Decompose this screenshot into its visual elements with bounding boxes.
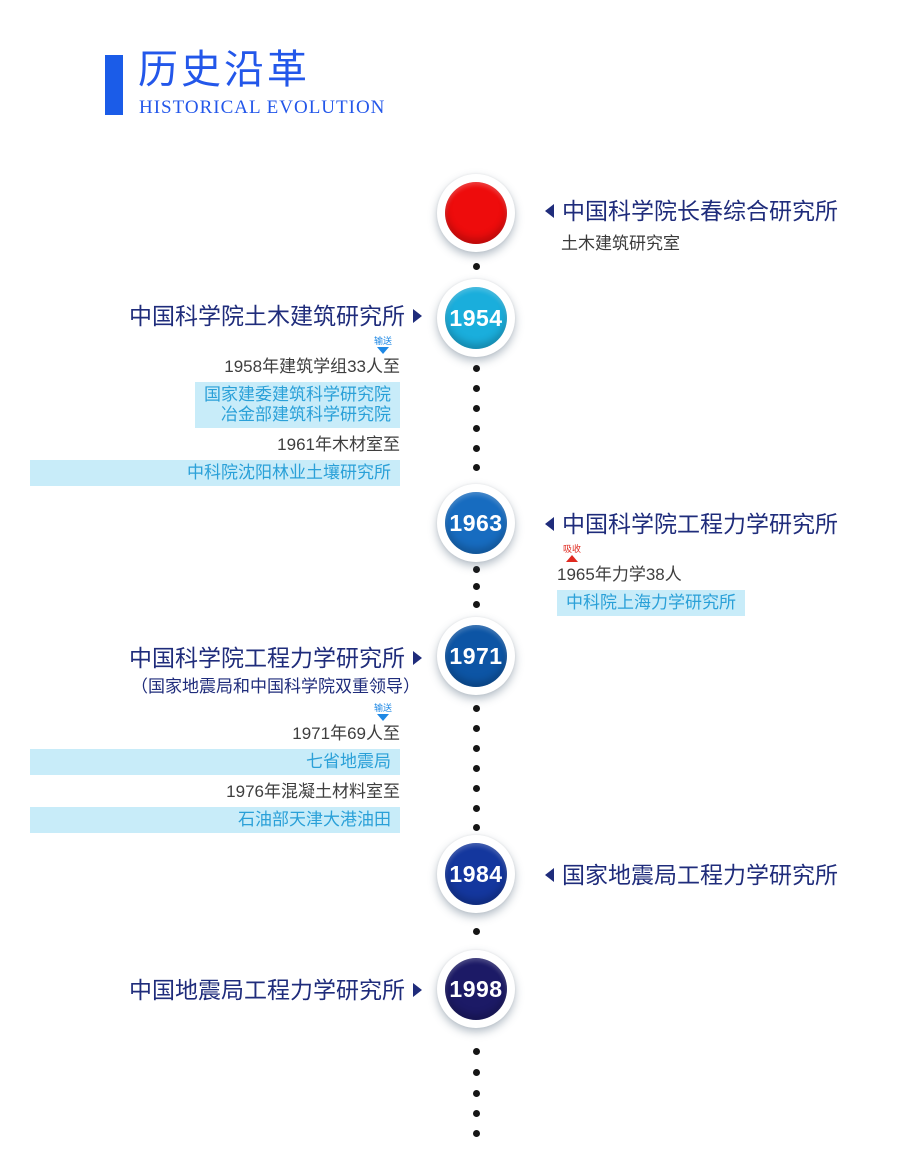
destination-highlight: 国家建委建筑科学研究院 冶金部建筑科学研究院 <box>195 382 400 428</box>
right-arrow-icon <box>413 651 422 665</box>
entry-title: 中国科学院长春综合研究所 <box>562 198 838 224</box>
entry-title: 中国科学院工程力学研究所 <box>562 511 838 537</box>
timeline-node-1963: 1963 <box>437 484 515 562</box>
year-label: 1963 <box>449 509 503 536</box>
year-circle <box>445 182 507 244</box>
timeline-node-1998: 1998 <box>437 950 515 1028</box>
title-accent-bar <box>105 55 123 115</box>
entry-title: 中国科学院土木建筑研究所 <box>129 303 405 329</box>
arrow-up-icon <box>566 555 578 562</box>
event-text: 1965年力学38人 <box>557 565 682 584</box>
timeline-node-origin <box>437 174 515 252</box>
year-label: 1971 <box>449 642 503 669</box>
event-text: 1958年建筑学组33人至 <box>224 357 400 376</box>
event-text: 1976年混凝土材料室至 <box>226 782 400 801</box>
entry-heading: 中国科学院工程力学研究所 <box>545 509 838 539</box>
event-text: 1971年69人至 <box>292 724 400 743</box>
page-subtitle: HISTORICAL EVOLUTION <box>139 97 386 118</box>
transfer-out-label: 输送 <box>374 703 392 721</box>
destination-highlight: 中科院沈阳林业土壤研究所 <box>30 460 400 486</box>
entry-title: 中国地震局工程力学研究所 <box>129 977 405 1003</box>
entry-1954: 中国科学院土木建筑研究所 输送 1958年建筑学组33人至 国家建委建筑科学研究… <box>30 301 422 486</box>
source-highlight: 中科院上海力学研究所 <box>557 590 745 616</box>
entry-subtitle: （国家地震局和中国科学院双重领导） <box>131 677 420 696</box>
entry-1971: 中国科学院工程力学研究所 （国家地震局和中国科学院双重领导） 输送 1971年6… <box>30 643 422 833</box>
right-arrow-icon <box>413 983 422 997</box>
entry-heading: 国家地震局工程力学研究所 <box>545 860 838 890</box>
entry-1998: 中国地震局工程力学研究所 <box>30 975 422 1005</box>
year-circle: 1963 <box>445 492 507 554</box>
timeline-node-1954: 1954 <box>437 279 515 357</box>
entry-note: 土木建筑研究室 <box>561 234 680 253</box>
event-text: 1961年木材室至 <box>277 435 400 454</box>
entry-heading: 中国科学院长春综合研究所 <box>545 196 838 226</box>
entry-1963: 中国科学院工程力学研究所 吸收 1965年力学38人 中科院上海力学研究所 <box>545 509 838 616</box>
left-arrow-icon <box>545 517 554 531</box>
destination-highlight: 石油部天津大港油田 <box>30 807 400 833</box>
entry-origin: 中国科学院长春综合研究所 土木建筑研究室 <box>545 196 838 254</box>
entry-heading: 中国科学院土木建筑研究所 <box>30 301 422 331</box>
entry-heading: 中国地震局工程力学研究所 <box>30 975 422 1005</box>
arrow-down-icon <box>376 347 389 354</box>
entry-1984: 国家地震局工程力学研究所 <box>545 860 838 890</box>
timeline-node-1971: 1971 <box>437 617 515 695</box>
year-label: 1954 <box>449 304 503 331</box>
year-circle: 1984 <box>445 843 507 905</box>
right-arrow-icon <box>413 309 422 323</box>
year-label: 1998 <box>449 975 503 1002</box>
timeline-node-1984: 1984 <box>437 835 515 913</box>
year-circle: 1998 <box>445 958 507 1020</box>
year-circle: 1954 <box>445 287 507 349</box>
page-title: 历史沿革 <box>138 48 310 92</box>
left-arrow-icon <box>545 868 554 882</box>
left-arrow-icon <box>545 204 554 218</box>
transfer-out-label: 输送 <box>374 336 392 354</box>
entry-title: 国家地震局工程力学研究所 <box>562 862 838 888</box>
entry-title: 中国科学院工程力学研究所 <box>129 645 405 671</box>
entry-heading: 中国科学院工程力学研究所 <box>30 643 422 673</box>
year-circle: 1971 <box>445 625 507 687</box>
destination-highlight: 七省地震局 <box>30 749 400 775</box>
year-label: 1984 <box>449 860 503 887</box>
arrow-down-icon <box>376 714 389 721</box>
absorb-label: 吸收 <box>563 544 581 562</box>
